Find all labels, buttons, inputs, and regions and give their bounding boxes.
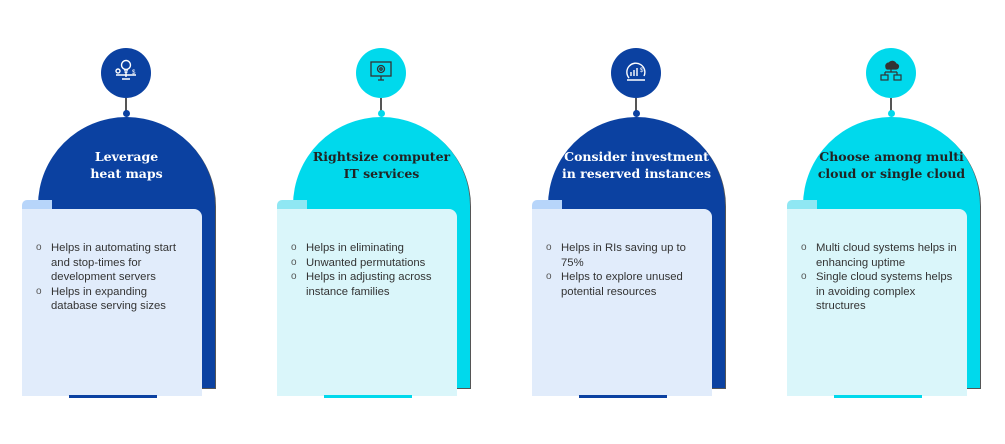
- title-line: Choose among multi: [819, 149, 964, 164]
- connector-dot: [122, 110, 130, 117]
- content-card: Helps in automating start and stop-times…: [22, 209, 202, 396]
- title-line: cloud or single cloud: [817, 166, 966, 181]
- connector-line: [890, 98, 892, 112]
- column-title: Choose among multi cloud or single cloud: [803, 148, 980, 182]
- bullet-list: Multi cloud systems helps in enhancing u…: [801, 241, 961, 314]
- bullet-list: Helps in eliminatingUnwanted permutation…: [291, 241, 451, 299]
- savings-chart-icon: $: [621, 56, 651, 91]
- monitor-gear-icon: [366, 56, 396, 91]
- svg-text:$: $: [640, 68, 644, 74]
- strategy-column: $ Consider investment in reserved instanc…: [510, 0, 760, 444]
- column-title: Rightsize computer IT services: [293, 148, 470, 182]
- content-card: Multi cloud systems helps in enhancing u…: [787, 209, 967, 396]
- strategy-column: $ Leverage heat maps Helps in automating …: [0, 0, 250, 444]
- bullet-item: Helps in RIs saving up to 75%: [546, 241, 706, 270]
- connector-line: [635, 98, 637, 112]
- content-card: Helps in eliminatingUnwanted permutation…: [277, 209, 457, 396]
- bottom-bar: [834, 395, 922, 398]
- svg-text:$: $: [132, 70, 136, 76]
- bullet-list: Helps in RIs saving up to 75%Helps to ex…: [546, 241, 706, 299]
- bullet-item: Unwanted permutations: [291, 256, 451, 271]
- icon-badge: $: [611, 48, 661, 98]
- bottom-bar: [579, 395, 667, 398]
- connector-line: [125, 98, 127, 112]
- connector-dot: [632, 110, 640, 117]
- strategy-column: Rightsize computer IT services Helps in e…: [255, 0, 505, 444]
- connector-line: [380, 98, 382, 112]
- title-line: in reserved instances: [561, 166, 712, 181]
- bullet-item: Multi cloud systems helps in enhancing u…: [801, 241, 961, 270]
- connector-dot: [377, 110, 385, 117]
- connector-dot: [887, 110, 895, 117]
- title-line: Rightsize computer: [312, 149, 451, 164]
- bullet-item: Single cloud systems helps in avoiding c…: [801, 270, 961, 314]
- bullet-item: Helps in expanding database serving size…: [36, 285, 196, 314]
- bullet-item: Helps in eliminating: [291, 241, 451, 256]
- column-title: Leverage heat maps: [38, 148, 215, 182]
- bullet-item: Helps to explore unused potential resour…: [546, 270, 706, 299]
- bullet-item: Helps in adjusting across instance famil…: [291, 270, 451, 299]
- column-title: Consider investment in reserved instances: [548, 148, 725, 182]
- bottom-bar: [69, 395, 157, 398]
- bottom-bar: [324, 395, 412, 398]
- title-line: IT services: [343, 166, 420, 181]
- icon-badge: [866, 48, 916, 98]
- title-line: Leverage: [94, 149, 159, 164]
- cloud-network-icon: [876, 56, 906, 91]
- content-card: Helps in RIs saving up to 75%Helps to ex…: [532, 209, 712, 396]
- icon-badge: [356, 48, 406, 98]
- bullet-list: Helps in automating start and stop-times…: [36, 241, 196, 314]
- title-line: Consider investment: [564, 149, 709, 164]
- title-line: heat maps: [90, 166, 163, 181]
- lightbulb-scale-icon: $: [111, 56, 141, 91]
- icon-badge: $: [101, 48, 151, 98]
- bullet-item: Helps in automating start and stop-times…: [36, 241, 196, 285]
